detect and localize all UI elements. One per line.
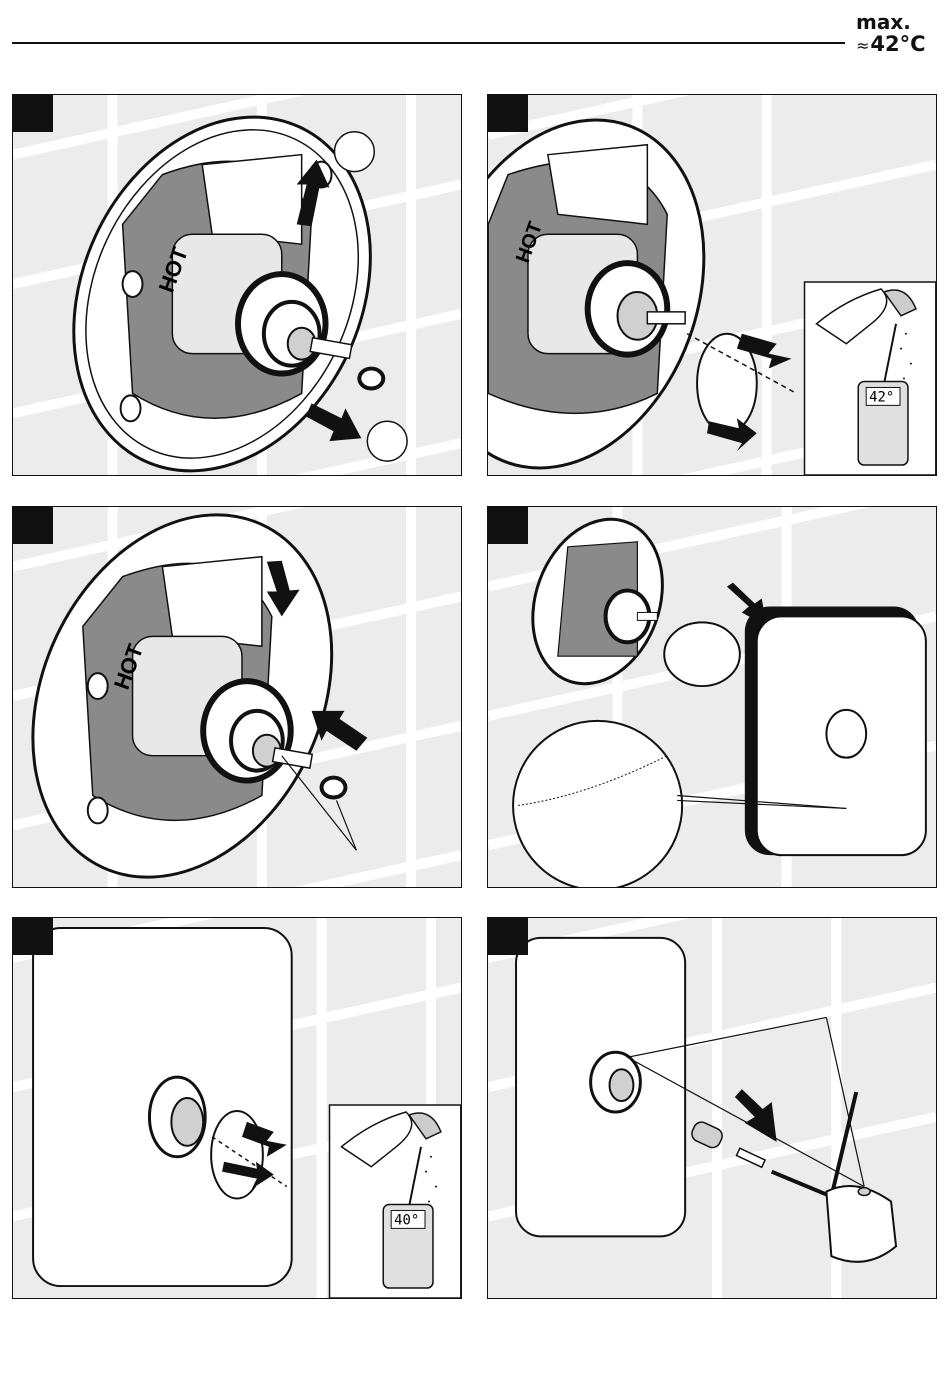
arrow-up-left-icon [312,711,368,751]
thermometer-reading: 42° [869,389,894,405]
arrow-up-left-icon [735,1089,777,1142]
handle-assembly-illustration [488,918,936,1298]
max-temperature-note: max. ≈42°C [856,12,948,55]
approx-symbol: ≈ [856,36,869,55]
step-panel-6 [487,917,937,1299]
step-marker [488,95,528,132]
step-panel-2: HOT 42° [487,94,937,476]
thermometer-reading: 40° [394,1212,419,1228]
step-panel-1: HOT [12,94,462,476]
step-marker [13,507,53,544]
valve-insertion-illustration: HOT [13,507,461,887]
header-rule [12,42,845,44]
valve-removal-illustration: HOT [13,95,461,475]
detail-magnifier [513,721,682,887]
adapter-sleeve [664,622,740,686]
arrow-down-right-icon [306,403,362,441]
max-label: max. [856,12,948,33]
step-marker [488,507,528,544]
step-panel-4 [487,506,937,888]
step-marker [13,918,53,955]
cover-plate-illustration [488,507,936,887]
callout-circle [334,132,374,172]
fine-adjust-illustration: 40° [13,918,461,1298]
step-marker [488,918,528,955]
handle-cap [826,1186,896,1262]
step-panel-5: 40° [12,917,462,1299]
temperature-value: 42°C [870,32,925,56]
callout-circle [367,421,407,461]
temperature-adjust-illustration: HOT 42° [488,95,936,475]
step-marker [13,95,53,132]
step-panel-3: HOT [12,506,462,888]
